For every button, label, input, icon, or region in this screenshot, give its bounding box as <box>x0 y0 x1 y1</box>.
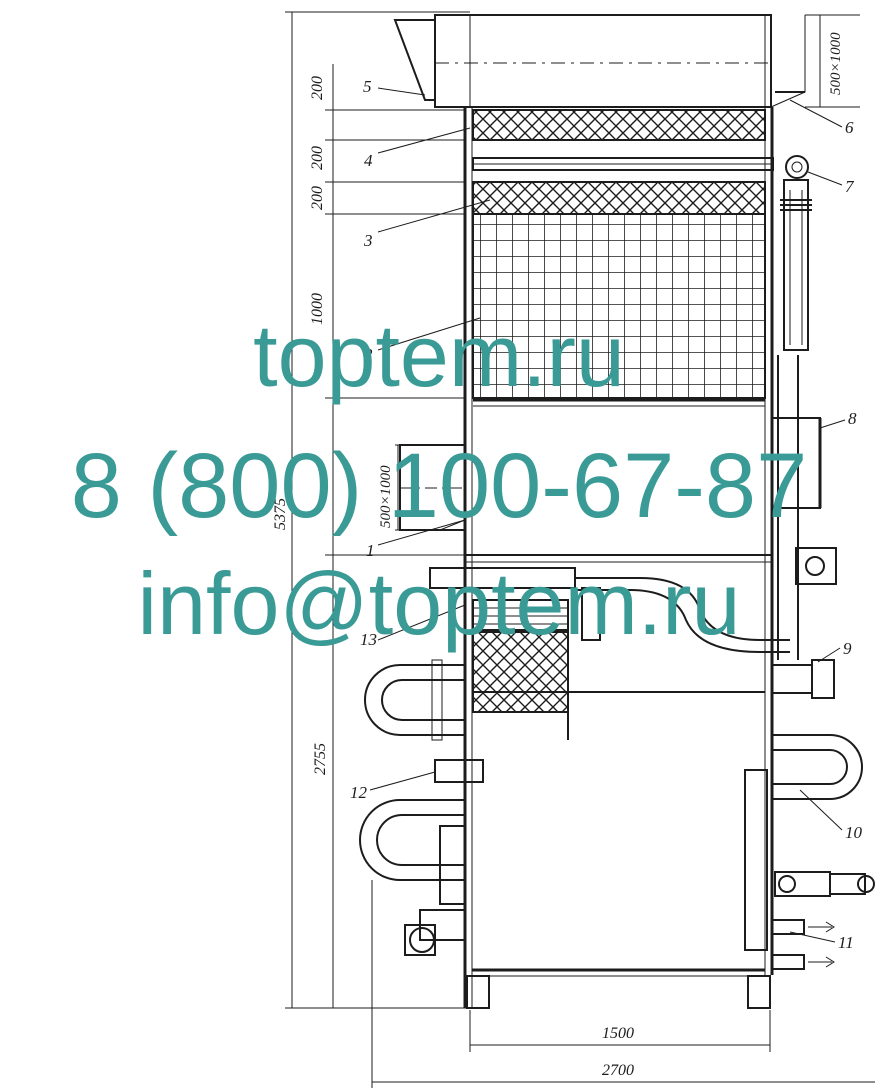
label-12: 12 <box>350 783 368 802</box>
separator-tray <box>429 554 790 653</box>
outlet-9 <box>771 659 835 699</box>
dim-200-c: 200 <box>309 186 326 210</box>
label-13: 13 <box>360 630 377 649</box>
label-3: 3 <box>363 231 373 250</box>
dim-5375: 5375 <box>272 498 289 530</box>
dim-duct-top: 500×1000 <box>828 32 844 95</box>
item-leaders <box>369 87 846 943</box>
label-7: 7 <box>845 177 855 196</box>
label-10: 10 <box>845 823 863 842</box>
top-duct <box>393 14 806 108</box>
watermark-email: info@toptem.ru <box>137 554 741 653</box>
column-bottom <box>466 968 771 1009</box>
grid-packing-2 <box>472 213 766 407</box>
right-u-bend-10 <box>744 734 875 951</box>
label-11: 11 <box>838 933 854 952</box>
nozzle-12 <box>434 759 484 783</box>
label-4: 4 <box>364 151 373 170</box>
dim-1000: 1000 <box>309 293 326 325</box>
dim-200-a: 200 <box>309 76 326 100</box>
packing-layer-4 <box>472 109 766 141</box>
dim-2700: 2700 <box>602 1062 634 1079</box>
watermark-phone: 8 (800) 100-67-87 <box>70 435 808 537</box>
side-pipe-8 <box>771 355 837 660</box>
label-9: 9 <box>843 639 852 658</box>
label-1: 1 <box>366 541 375 560</box>
label-5: 5 <box>363 77 372 96</box>
label-6: 6 <box>845 118 854 137</box>
dim-2755: 2755 <box>312 743 329 775</box>
dim-1500: 1500 <box>602 1025 634 1042</box>
item-labels: 5 4 3 2 1 13 12 6 7 8 9 10 11 <box>350 77 863 952</box>
lower-packing-13 <box>472 599 765 740</box>
label-2: 2 <box>364 345 373 364</box>
dim-200-b: 200 <box>309 146 326 170</box>
watermark-site: toptem.ru <box>253 306 625 405</box>
dimension-lines: 200 200 200 1000 5375 2755 500×1000 500×… <box>272 11 875 1088</box>
packing-layer-3 <box>472 181 766 215</box>
left-u-bends <box>359 659 466 956</box>
label-8: 8 <box>848 409 857 428</box>
dim-duct-mid: 500×1000 <box>378 465 394 528</box>
spray-manifold-7 <box>472 155 812 351</box>
outlets-11 <box>771 919 835 970</box>
